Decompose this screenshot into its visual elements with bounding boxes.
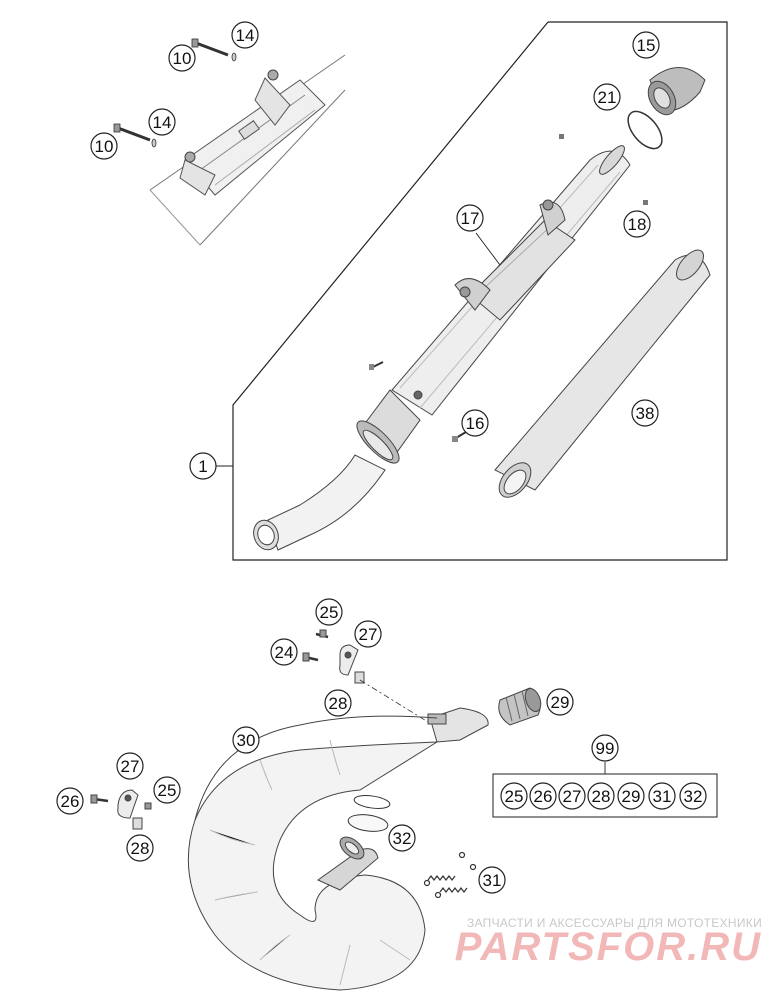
callout-10-lower: 10 bbox=[90, 132, 118, 160]
svg-text:21: 21 bbox=[598, 88, 617, 107]
callout-27-lower: 27 bbox=[116, 752, 144, 780]
gasket-part bbox=[353, 795, 391, 809]
svg-text:28: 28 bbox=[592, 787, 611, 806]
mount-bracket-lower bbox=[90, 789, 152, 830]
callout-18: 18 bbox=[623, 210, 651, 238]
callout-26: 26 bbox=[56, 787, 84, 815]
kit-item: 27 bbox=[558, 782, 586, 810]
callout-32: 32 bbox=[388, 824, 416, 852]
callout-27-upper: 27 bbox=[354, 620, 382, 648]
callout-24: 24 bbox=[270, 638, 298, 666]
rubber-sleeve-part bbox=[498, 687, 542, 726]
svg-text:26: 26 bbox=[61, 792, 80, 811]
callout-16: 16 bbox=[461, 409, 489, 437]
packing-tube-part bbox=[494, 249, 711, 498]
callout-10-upper: 10 bbox=[168, 44, 196, 72]
callout-14-upper: 14 bbox=[231, 21, 259, 49]
svg-text:25: 25 bbox=[320, 603, 339, 622]
callout-21: 21 bbox=[593, 83, 621, 111]
frame-mount-illustration bbox=[149, 54, 346, 246]
svg-text:14: 14 bbox=[236, 26, 255, 45]
screw-16-part bbox=[452, 431, 467, 442]
svg-text:29: 29 bbox=[622, 787, 641, 806]
callout-15: 15 bbox=[632, 31, 660, 59]
callout-14-lower: 14 bbox=[148, 108, 176, 136]
svg-text:30: 30 bbox=[237, 731, 256, 750]
bolt-10-upper bbox=[191, 38, 237, 62]
exhaust-pipe-part bbox=[187, 707, 489, 991]
screw-part bbox=[559, 134, 564, 139]
watermark-brand: PARTSFOR.RU bbox=[455, 925, 762, 969]
svg-text:26: 26 bbox=[534, 787, 553, 806]
svg-text:27: 27 bbox=[121, 757, 140, 776]
leader-lines bbox=[216, 232, 606, 774]
end-cap-part bbox=[647, 67, 706, 116]
callout-30: 30 bbox=[232, 726, 260, 754]
kit-item: 29 bbox=[617, 782, 645, 810]
svg-text:27: 27 bbox=[359, 625, 378, 644]
kit-item: 32 bbox=[679, 782, 707, 810]
kit-item: 28 bbox=[587, 782, 615, 810]
svg-text:14: 14 bbox=[153, 113, 172, 132]
bolt-10-lower bbox=[113, 123, 157, 148]
svg-text:29: 29 bbox=[551, 693, 570, 712]
callout-38: 38 bbox=[631, 399, 659, 427]
watermark-caption: ЗАПЧАСТИ И АКСЕССУАРЫ ДЛЯ МОТОТЕХНИКИ bbox=[467, 916, 762, 930]
svg-text:28: 28 bbox=[131, 839, 150, 858]
screw-part bbox=[643, 200, 648, 205]
callout-31: 31 bbox=[478, 866, 506, 894]
svg-text:32: 32 bbox=[393, 829, 412, 848]
svg-text:10: 10 bbox=[95, 137, 114, 156]
screw-upper-part bbox=[369, 361, 384, 370]
o-ring-part bbox=[627, 110, 663, 150]
svg-text:38: 38 bbox=[636, 404, 655, 423]
svg-text:32: 32 bbox=[684, 787, 703, 806]
svg-text:16: 16 bbox=[466, 414, 485, 433]
callout-28-upper: 28 bbox=[324, 689, 352, 717]
svg-text:25: 25 bbox=[505, 787, 524, 806]
silencer-body-part bbox=[391, 145, 631, 416]
silencer-group-frame bbox=[232, 21, 728, 561]
kit-item: 25 bbox=[500, 782, 528, 810]
svg-text:15: 15 bbox=[637, 36, 656, 55]
svg-text:10: 10 bbox=[173, 49, 192, 68]
kit-item: 26 bbox=[529, 782, 557, 810]
svg-text:25: 25 bbox=[158, 781, 177, 800]
svg-text:17: 17 bbox=[461, 209, 480, 228]
callout-25-lower: 25 bbox=[153, 776, 181, 804]
svg-text:24: 24 bbox=[275, 643, 294, 662]
svg-text:1: 1 bbox=[198, 457, 207, 476]
svg-text:28: 28 bbox=[329, 694, 348, 713]
callout-28-lower: 28 bbox=[126, 834, 154, 862]
kit-item: 31 bbox=[648, 782, 676, 810]
spring-part bbox=[423, 851, 477, 899]
svg-text:31: 31 bbox=[483, 871, 502, 890]
watermark: ЗАПЧАСТИ И АКСЕССУАРЫ ДЛЯ МОТОТЕХНИКИ PA… bbox=[455, 916, 762, 969]
callout-17: 17 bbox=[456, 204, 484, 232]
gasket-part bbox=[347, 814, 389, 832]
svg-text:31: 31 bbox=[653, 787, 672, 806]
mount-bracket-upper bbox=[302, 629, 365, 684]
svg-text:27: 27 bbox=[563, 787, 582, 806]
svg-text:18: 18 bbox=[628, 215, 647, 234]
callout-99: 99 bbox=[591, 734, 619, 762]
callout-25-upper: 25 bbox=[315, 598, 343, 626]
svg-text:99: 99 bbox=[596, 739, 615, 758]
silencer-inlet-pipe bbox=[253, 389, 421, 551]
callout-29: 29 bbox=[546, 688, 574, 716]
callout-1: 1 bbox=[189, 452, 217, 480]
